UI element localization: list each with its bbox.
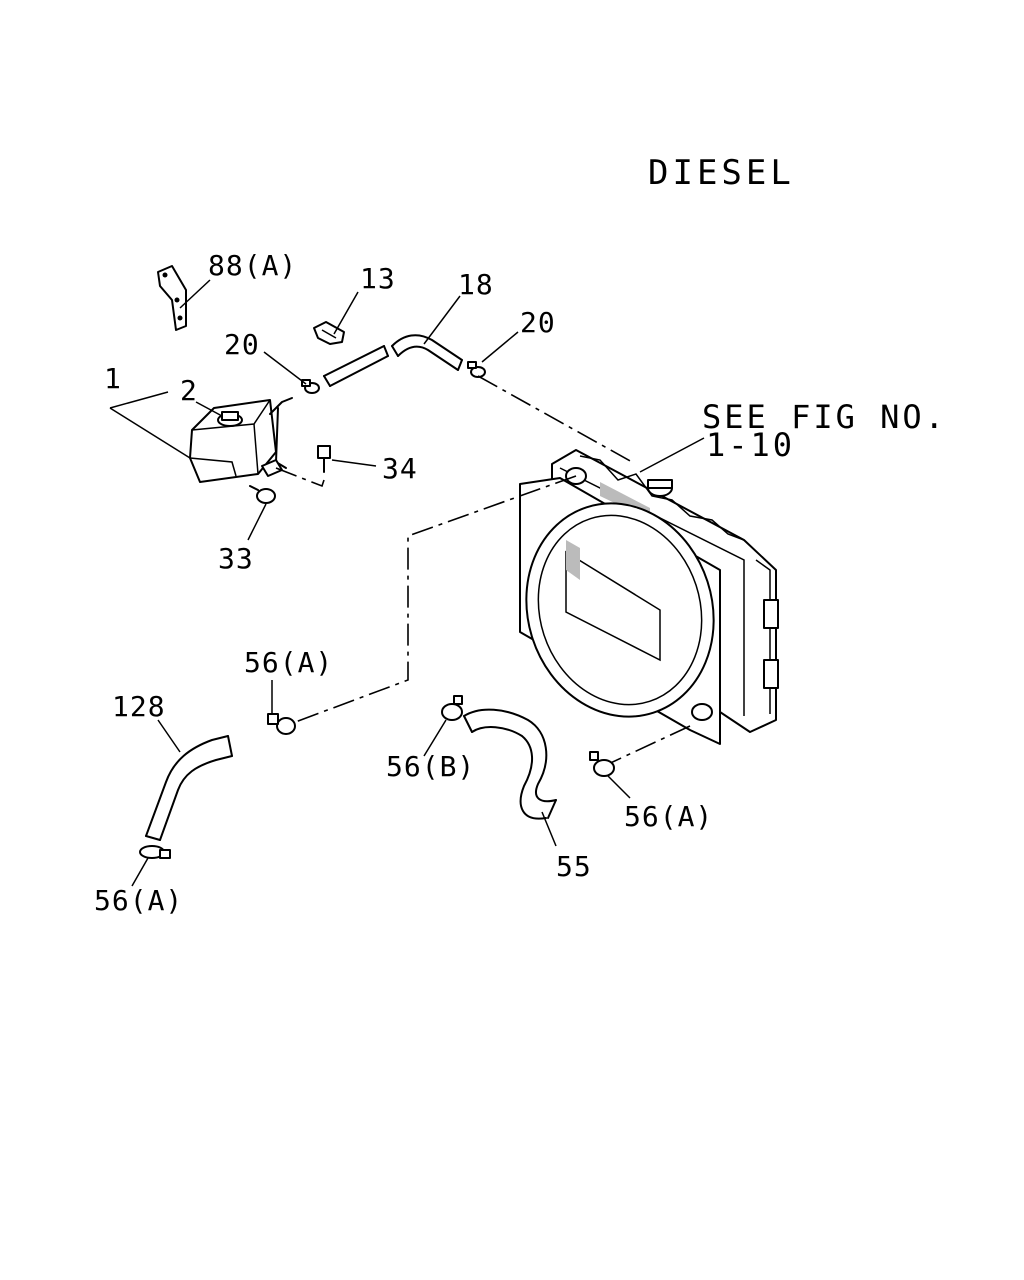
clamp-20-left [301,379,320,394]
callout-56b: 56(B) [386,750,475,783]
reserve-tank [189,397,293,483]
bolt-34 [317,445,331,473]
see-fig-reference: SEE FIG NO. [702,398,947,436]
callout-33: 33 [218,542,254,575]
callout-55: 55 [556,850,592,883]
clamp-20-right [467,361,486,378]
hose-55 [463,708,557,820]
callout-18: 18 [458,268,494,301]
callout-1: 1 [104,362,122,395]
callout-128: 128 [112,690,166,723]
callout-20-left: 20 [224,328,260,361]
clip-13 [313,321,345,345]
fan-shroud [519,467,721,745]
clamp-56a-right [589,751,615,777]
callout-56a-lower: 56(A) [94,884,183,917]
callout-88a: 88(A) [208,249,297,282]
callout-20-right: 20 [520,306,556,339]
see-fig-leader [639,437,705,473]
callout-34: 34 [382,452,418,485]
callout-56a-right: 56(A) [624,800,713,833]
callout-13: 13 [360,262,396,295]
callout-2: 2 [180,374,198,407]
clamp-56a-upper [267,713,296,735]
see-fig-reference-number: 1-10 [706,426,795,464]
clamp-56a-lower [139,845,171,859]
hose-128 [145,735,233,841]
hose-18 [323,334,463,387]
variant-title: DIESEL [648,153,795,193]
callout-56a-upper: 56(A) [244,646,333,679]
bolt-33 [249,485,276,504]
clamp-56b [441,695,463,721]
bracket-88a [157,265,187,331]
